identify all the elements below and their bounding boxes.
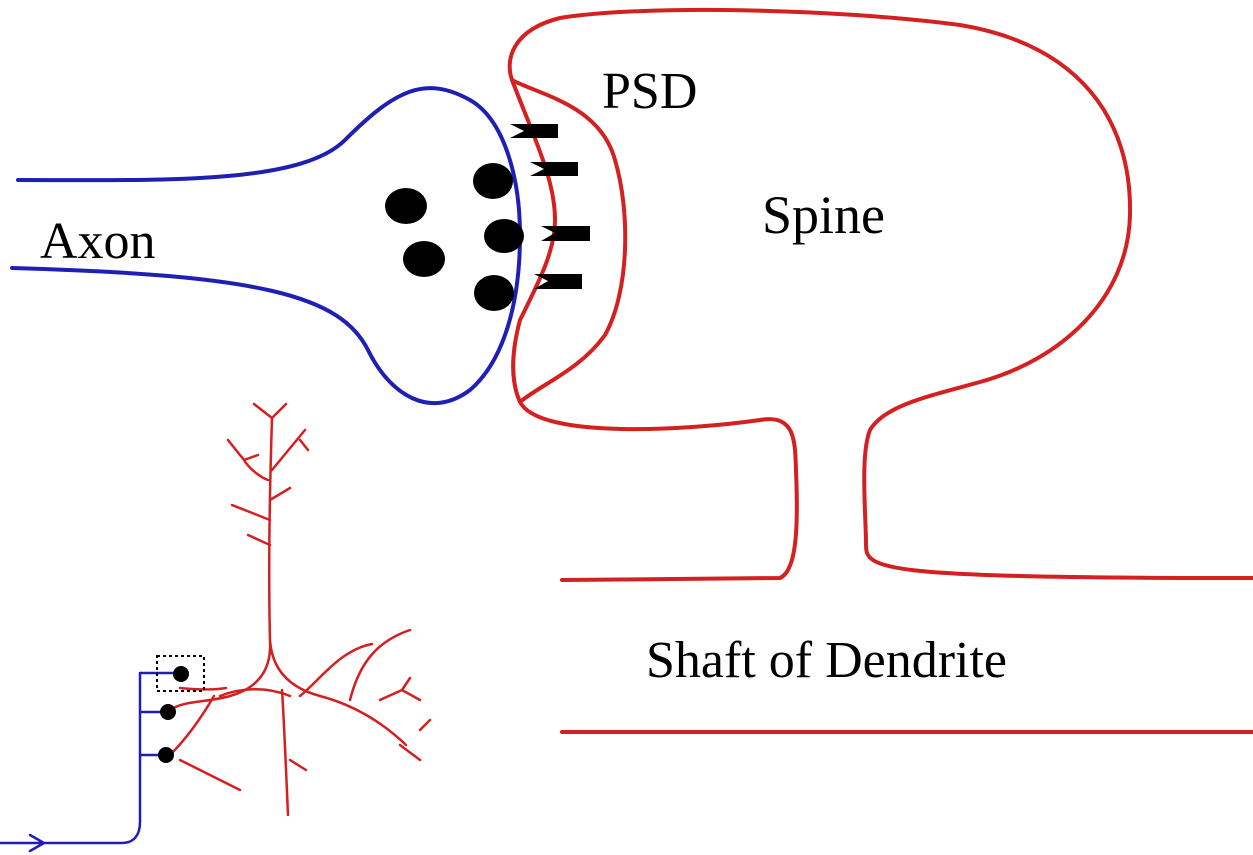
label-shaft-of-dendrite: Shaft of Dendrite (646, 632, 1007, 689)
receptor (534, 274, 582, 289)
receptors (510, 124, 590, 289)
inset-dendrites (170, 404, 430, 815)
neuron-inset (0, 404, 430, 851)
vesicles (385, 163, 524, 311)
inset-synapse (158, 747, 174, 763)
vesicle (403, 241, 445, 277)
receptor (510, 124, 558, 138)
label-spine: Spine (762, 185, 885, 245)
label-axon: Axon (40, 213, 156, 270)
vesicle (484, 219, 524, 253)
spine-neck-left (520, 402, 797, 580)
inset-synapse (160, 704, 176, 720)
receptor (530, 162, 578, 176)
vesicle (385, 188, 427, 224)
inset-axon (0, 673, 176, 851)
inset-synapse (173, 666, 189, 682)
vesicle (473, 163, 513, 199)
receptor (541, 226, 590, 241)
vesicle (474, 275, 514, 311)
label-psd: PSD (602, 63, 697, 120)
